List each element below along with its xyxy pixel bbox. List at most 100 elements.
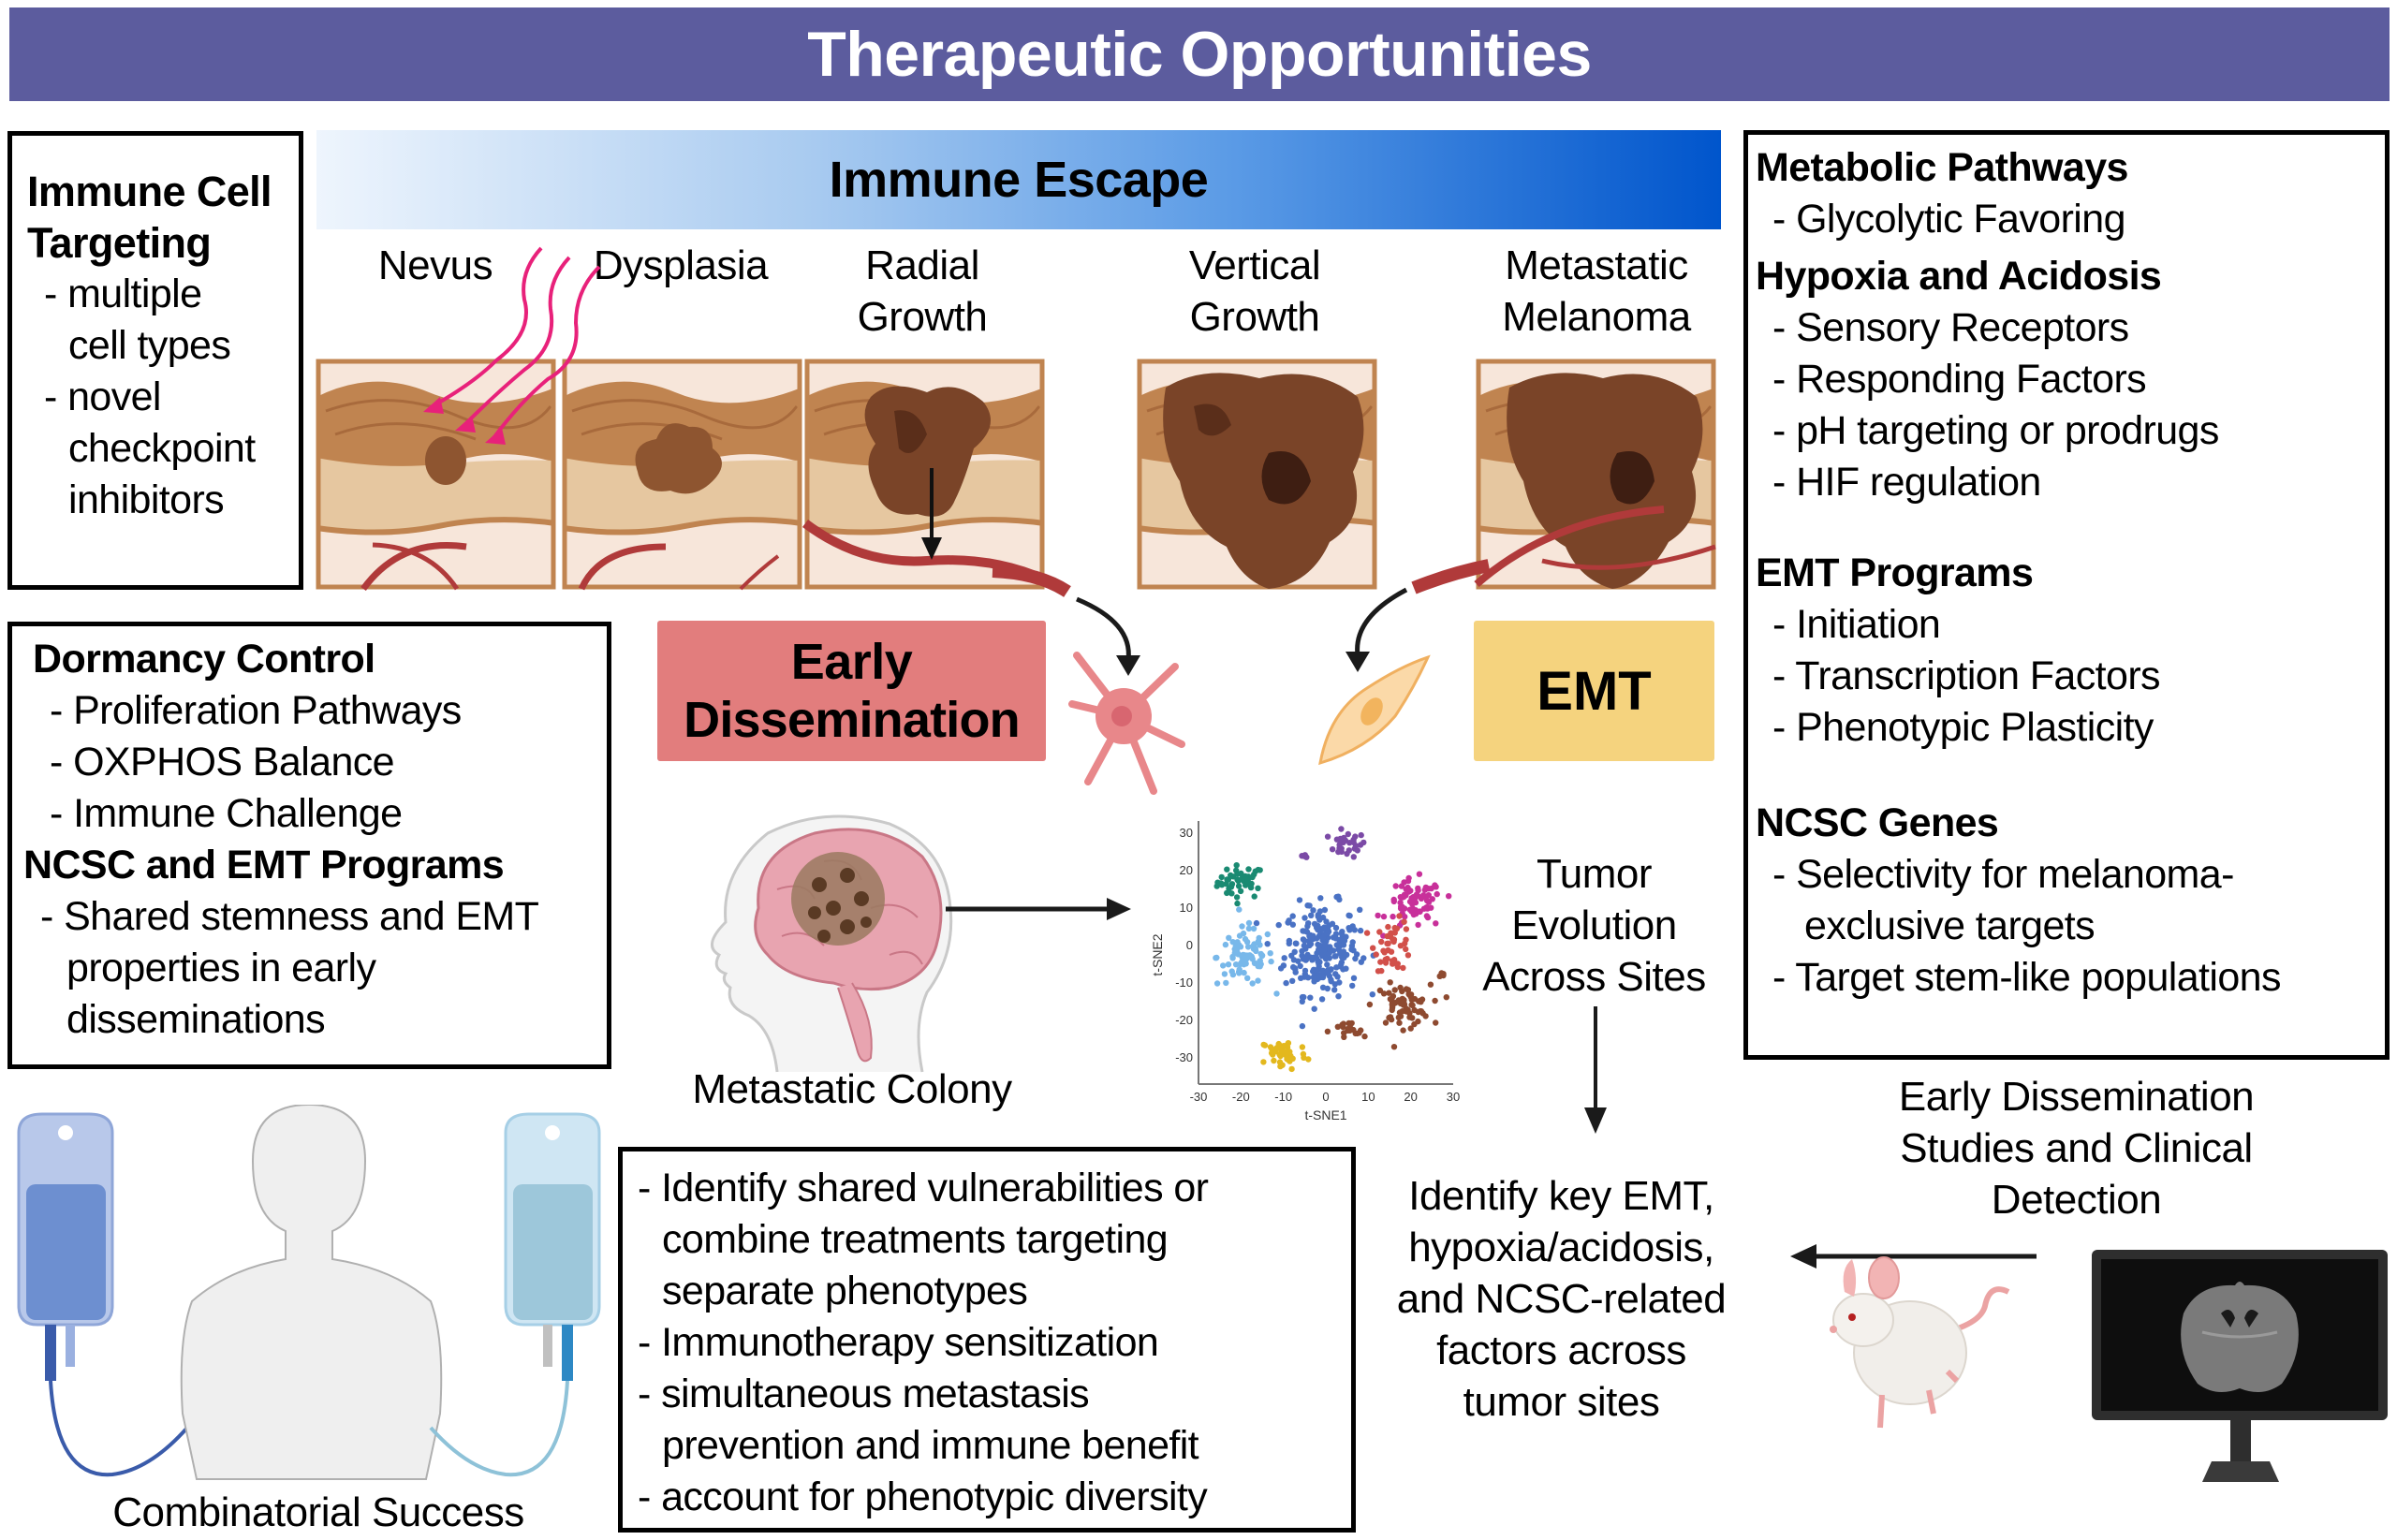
mesenchymal-cell-icon	[1318, 654, 1431, 766]
tsne-point-light-blue	[1244, 944, 1252, 950]
blood-vessel	[992, 565, 1071, 597]
tsne-point-blue	[1306, 942, 1313, 949]
tsne-point-blue	[1350, 975, 1358, 981]
section-item: - Selectivity for melanoma-	[1772, 852, 2234, 897]
tsne-point-blue	[1310, 968, 1316, 975]
dissemination-arrow	[1076, 596, 1140, 676]
tsne-point-blue	[1322, 939, 1329, 946]
section-heading-ncsc: NCSC Genes	[1756, 800, 1999, 845]
tsne-point-blue	[1313, 924, 1320, 931]
skin-panel-radial-growth	[805, 359, 1044, 589]
tsne-point-blue	[1296, 897, 1303, 903]
stage-label-text: Dysplasia	[593, 242, 769, 288]
tsne-point-brown	[1411, 1020, 1418, 1028]
tsne-point-brown	[1390, 992, 1397, 1000]
tsne-point-purple	[1338, 845, 1345, 852]
tsne-point-blue	[1327, 946, 1333, 953]
tsne-point-blue	[1316, 972, 1322, 979]
identify-line: hypoxia/acidosis,	[1408, 1225, 1714, 1270]
tsne-point-blue	[1299, 1022, 1306, 1030]
tsne-point-blue	[1301, 993, 1307, 1001]
tsne-point-blue	[1311, 1005, 1317, 1012]
studies-line: Early Dissemination	[1898, 1074, 2255, 1120]
tsne-point-yellow	[1261, 1042, 1269, 1049]
emt-box: EMT	[1474, 621, 1714, 761]
tsne-point-blue	[1341, 937, 1348, 944]
tsne-point-magenta	[1417, 908, 1423, 915]
brain-metastasis-illustration	[711, 814, 953, 1073]
skin-panel-metastatic-melanoma	[1477, 359, 1715, 589]
tsne-point-magenta	[1405, 874, 1412, 882]
tsne-point-blue	[1289, 913, 1296, 919]
dormancy-heading: Dormancy Control	[33, 637, 375, 682]
tsne-point-yellow	[1271, 1057, 1277, 1064]
tsne-point-light-blue	[1249, 956, 1256, 962]
tsne-point-light-blue	[1257, 963, 1263, 970]
tsne-point-brown	[1407, 1025, 1414, 1032]
section-item: - Sensory Receptors	[1772, 305, 2129, 350]
tsne-point-blue	[1333, 964, 1340, 971]
strategy-item: - account for phenotypic diversity	[638, 1474, 1208, 1519]
immune-escape-band: Immune Escape	[316, 130, 1721, 229]
tsne-point-blue	[1338, 931, 1346, 937]
dormancy-item: - Shared stemness and EMT	[40, 894, 539, 939]
tsne-point-brown	[1399, 988, 1405, 995]
tsne-point-blue	[1351, 927, 1358, 933]
tsne-point-brown	[1366, 1001, 1374, 1008]
tsne-point-blue	[1275, 921, 1282, 929]
tsne-point-blue	[1319, 914, 1327, 921]
tsne-point-blue	[1286, 917, 1292, 924]
x-tick-label: 30	[1447, 1090, 1460, 1104]
stage-label-metastatic-melanoma: Metastatic Melanoma	[1479, 240, 1713, 343]
tsne-point-blue	[1319, 934, 1327, 942]
tsne-point-blue	[1310, 932, 1316, 939]
tsne-point-magenta	[1410, 894, 1417, 901]
tsne-point-teal	[1237, 887, 1244, 895]
y-tick-label: -20	[1175, 1013, 1193, 1027]
tsne-point-magenta	[1415, 893, 1421, 900]
tsne-point-light-blue	[1237, 961, 1243, 968]
tumor-evolution-line: Evolution	[1511, 902, 1677, 948]
section-item: - Target stem-like populations	[1772, 955, 2281, 1000]
iv-line-left	[49, 1380, 189, 1477]
strategy-item: combine treatments targeting	[662, 1217, 1169, 1262]
strategy-item: prevention and immune benefit	[662, 1423, 1199, 1468]
tsne-point-light-blue	[1250, 925, 1257, 932]
stage-label-text: Growth	[857, 294, 988, 340]
tsne-point-blue	[1303, 929, 1311, 935]
immune-cell-targeting-box: Immune Cell Targeting - multiple cell ty…	[7, 131, 303, 590]
tsne-point-brown	[1408, 996, 1415, 1004]
metastatic-colony-label: Metastatic Colony	[692, 1066, 1012, 1112]
tsne-point-blue	[1304, 975, 1312, 981]
box-item: - novel	[44, 374, 161, 419]
tsne-point-red	[1384, 955, 1390, 962]
tsne-point-yellow	[1272, 1049, 1279, 1055]
tsne-point-red	[1389, 958, 1396, 964]
dormancy-item: - Proliferation Pathways	[50, 688, 462, 733]
tsne-point-blue	[1323, 918, 1330, 925]
studies-line: Detection	[1991, 1177, 2162, 1223]
tsne-point-light-blue	[1257, 942, 1263, 948]
strategy-item: - Identify shared vulnerabilities or	[638, 1166, 1209, 1210]
tsne-point-blue	[1289, 921, 1296, 928]
early-dissemination-label: Early	[790, 634, 913, 690]
tsne-point-yellow	[1288, 1065, 1295, 1073]
stage-label-nevus: Nevus	[356, 240, 515, 291]
y-tick-label: 30	[1180, 826, 1193, 840]
tsne-point-yellow	[1284, 1044, 1291, 1050]
tsne-point-magenta	[1428, 904, 1434, 911]
identify-line: Identify key EMT,	[1408, 1173, 1714, 1219]
section-item: - pH targeting or prodrugs	[1772, 408, 2219, 453]
treatment-strategies-box: - Identify shared vulnerabilities or com…	[618, 1147, 1356, 1533]
tsne-point-light-blue	[1255, 977, 1261, 984]
tsne-point-light-blue	[1245, 919, 1253, 927]
tsne-point-blue	[1310, 907, 1316, 914]
x-axis-label: t-SNE1	[1304, 1107, 1346, 1122]
tsne-point-red	[1401, 918, 1407, 925]
early-dissemination-box: Early Dissemination	[657, 621, 1046, 761]
tsne-point-red	[1404, 952, 1412, 959]
tsne-point-blue	[1317, 895, 1324, 902]
stage-label-text: Nevus	[377, 242, 493, 288]
tsne-point-yellow	[1282, 1050, 1288, 1058]
